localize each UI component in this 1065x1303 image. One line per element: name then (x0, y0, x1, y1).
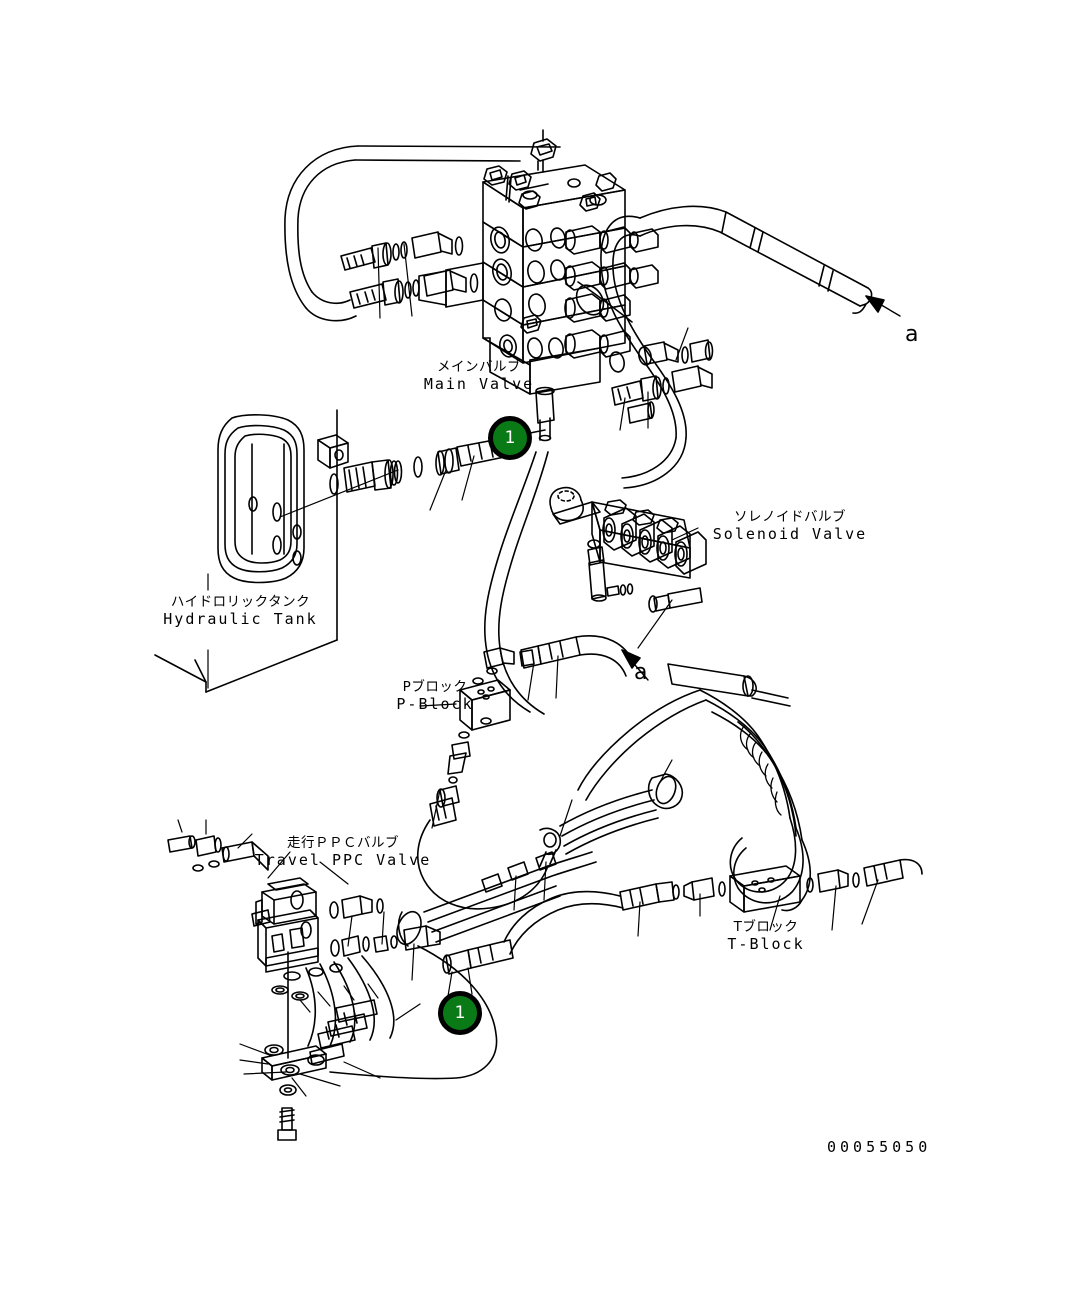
label-solenoid-valve-jp: ソレノイドバルブ (734, 509, 846, 525)
label-t-block-en: T-Block (727, 934, 805, 953)
section-arrow-a-upper (865, 295, 901, 317)
center-tube-sleeve (667, 663, 791, 707)
callout-number: 1 (454, 1003, 466, 1023)
callout-marker-1-lower[interactable]: 1 (438, 991, 482, 1035)
label-hydraulic-tank: ハイドロリックタンク Hydraulic Tank (143, 594, 338, 629)
label-solenoid-valve-en: Solenoid Valve (712, 524, 868, 543)
label-travel-ppc-valve-jp: 走行ＰＰＣバルブ (287, 835, 399, 851)
section-arrow-a-middle (621, 649, 649, 681)
ppc-bottom-detail (239, 945, 498, 1141)
section-arrow-letter-upper: a (905, 322, 918, 347)
label-hydraulic-tank-en: Hydraulic Tank (163, 609, 318, 628)
callout-marker-1-upper[interactable]: 1 (488, 416, 532, 460)
label-travel-ppc-valve-en: Travel PPC Valve (254, 850, 432, 869)
solenoid-valve-assembly (549, 486, 707, 649)
label-main-valve-en: Main Valve (423, 374, 535, 393)
main-hose-bundle (559, 689, 812, 912)
label-main-valve-jp: メインバルブ (437, 359, 521, 375)
p-block-hose-fittings (520, 635, 635, 701)
ppc-right-fittings (329, 895, 514, 997)
label-p-block-en: P-Block (396, 694, 474, 713)
t-block-left-hose (503, 890, 624, 955)
label-p-block-jp: Pブロック (402, 679, 468, 695)
label-t-block-jp: Tブロック (733, 919, 799, 935)
label-travel-ppc-valve: 走行ＰＰＣバルブ Travel PPC Valve (249, 835, 437, 870)
arrow-letter-a-upper: a (905, 322, 919, 347)
p-block-assembly (416, 647, 549, 910)
label-p-block: Pブロック P-Block (383, 679, 487, 714)
label-leader-lines (207, 527, 699, 885)
callout-number: 1 (504, 428, 516, 448)
label-hydraulic-tank-jp: ハイドロリックタンク (170, 594, 311, 610)
upper-left-hose-group (284, 145, 561, 322)
arrow-letter-a-middle: a (634, 660, 648, 685)
travel-ppc-valve (167, 819, 343, 1059)
main-valve-assembly (418, 129, 659, 442)
section-arrow-letter-middle: a (634, 660, 647, 685)
t-block-assembly (619, 858, 923, 937)
hydraulic-tank (154, 409, 546, 693)
label-t-block: Tブロック T-Block (714, 919, 818, 954)
label-solenoid-valve: ソレノイドバルブ Solenoid Valve (700, 509, 880, 544)
main-valve-right-fittings (611, 327, 714, 431)
label-main-valve: メインバルブ Main Valve (404, 359, 554, 394)
ppc-hose-rail (423, 799, 597, 943)
center-hose-from-main-valve (483, 451, 549, 715)
drawing-number: 00055050 (827, 1138, 932, 1156)
